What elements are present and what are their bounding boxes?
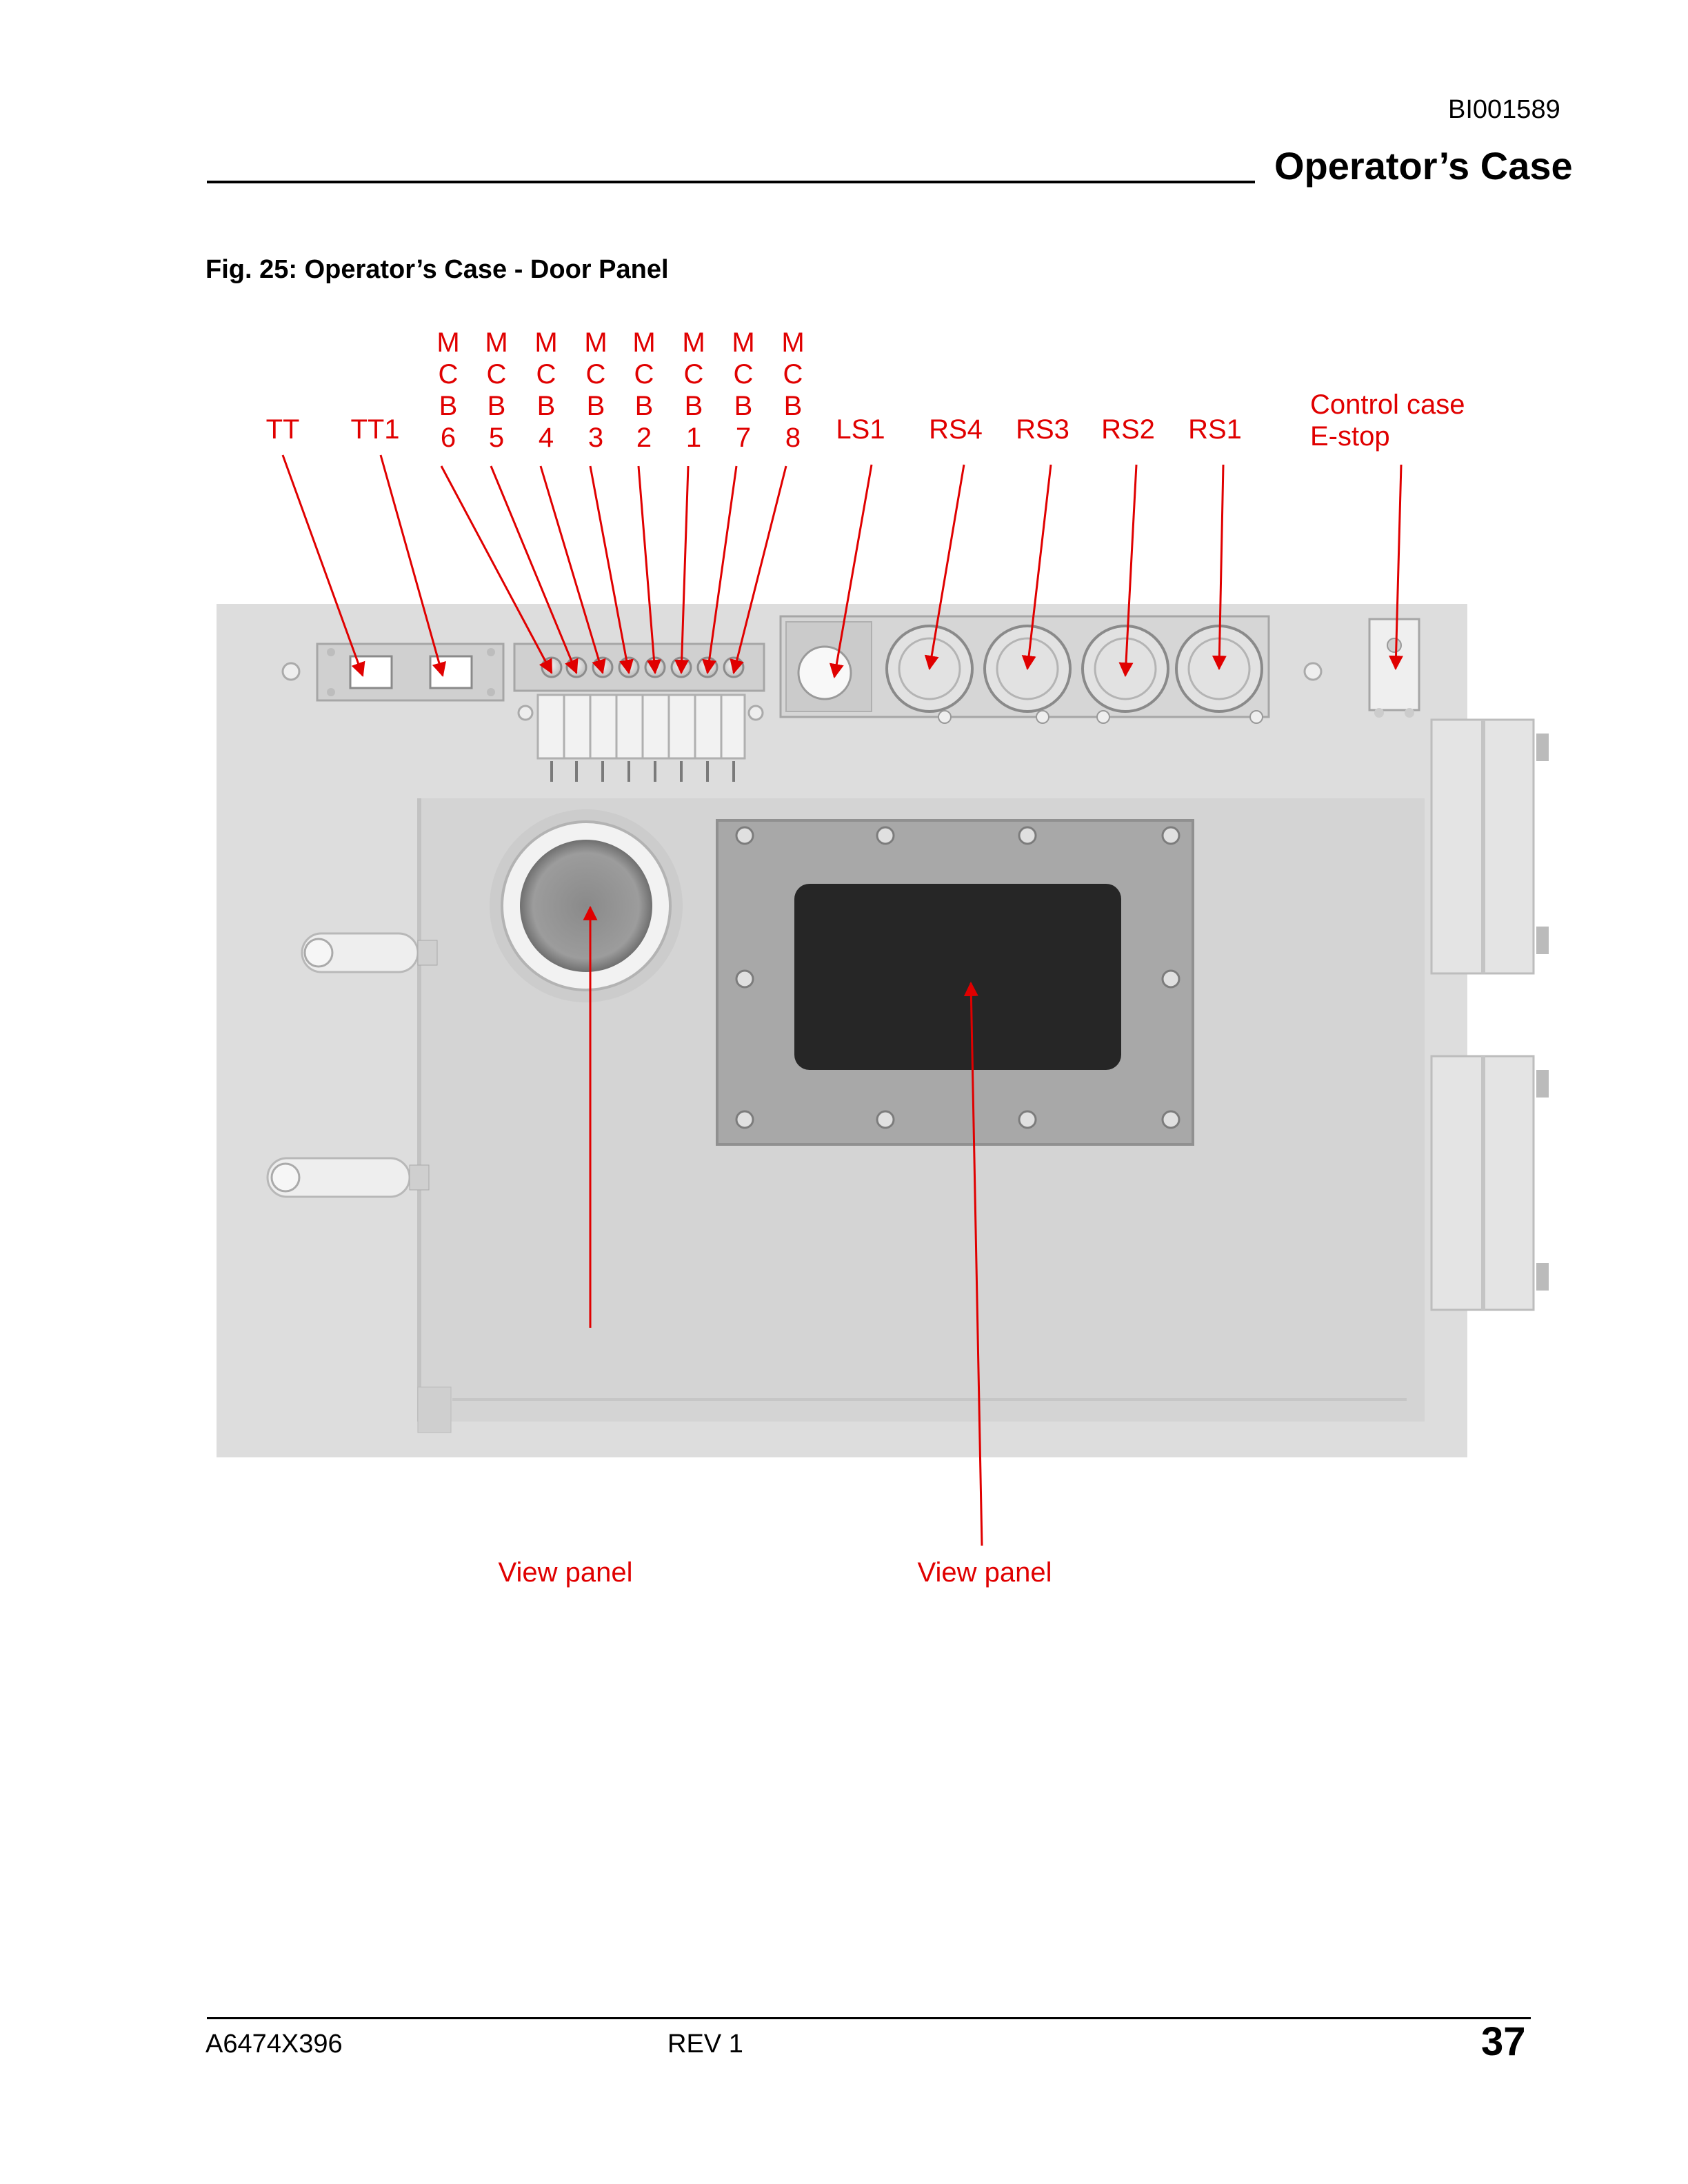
label-ls1: LS1 (836, 414, 885, 445)
svg-text:4: 4 (539, 423, 554, 453)
svg-text:3: 3 (588, 423, 603, 453)
label-view-panel-right: View panel (918, 1557, 1052, 1588)
footer-revision: REV 1 (667, 2030, 743, 2059)
svg-text:2: 2 (636, 423, 652, 453)
svg-text:7: 7 (736, 423, 751, 453)
label-mcb1: M C B 1 (682, 327, 705, 453)
page-number: 37 (1481, 2019, 1526, 2064)
svg-text:1: 1 (686, 423, 701, 453)
svg-text:5: 5 (489, 423, 504, 453)
svg-text:C: C (536, 359, 556, 390)
svg-text:B: B (587, 391, 605, 421)
svg-text:C: C (783, 359, 803, 390)
svg-text:C: C (684, 359, 704, 390)
svg-text:C: C (487, 359, 507, 390)
svg-text:C: C (439, 359, 459, 390)
svg-text:B: B (537, 391, 556, 421)
svg-text:M: M (632, 327, 655, 358)
label-tt: TT (266, 414, 300, 445)
label-mcb4: M C B 4 (534, 327, 557, 453)
svg-text:M: M (485, 327, 508, 358)
view-screen (794, 884, 1121, 1070)
section-title: Operator’s Case (1274, 144, 1573, 188)
svg-text:B: B (488, 391, 506, 421)
callout-arrows (281, 454, 1404, 1546)
svg-text:B: B (685, 391, 703, 421)
svg-text:M: M (584, 327, 607, 358)
corner-block (417, 1386, 452, 1433)
footer-rule (207, 2017, 1531, 2019)
svg-text:B: B (784, 391, 803, 421)
label-mcb8: M C B 8 (781, 327, 804, 453)
tt-switch-plate (281, 643, 505, 702)
latches (266, 932, 438, 1198)
svg-text:C: C (634, 359, 654, 390)
svg-text:6: 6 (441, 423, 456, 453)
svg-text:8: 8 (785, 423, 801, 453)
label-mcb3: M C B 3 (584, 327, 607, 453)
label-rs2: RS2 (1101, 414, 1155, 445)
svg-text:M: M (781, 327, 804, 358)
label-tt1: TT1 (350, 414, 399, 445)
svg-text:B: B (734, 391, 753, 421)
svg-text:M: M (534, 327, 557, 358)
label-rs1: RS1 (1188, 414, 1242, 445)
svg-text:C: C (734, 359, 754, 390)
label-mcb7: M C B 7 (732, 327, 754, 453)
label-rs4: RS4 (929, 414, 983, 445)
label-rs3: RS3 (1016, 414, 1069, 445)
label-mcb6: M C B 6 (436, 327, 459, 453)
header-rule (207, 181, 1255, 183)
svg-text:B: B (635, 391, 654, 421)
svg-text:B: B (439, 391, 458, 421)
label-estop-line1: Control case (1310, 390, 1465, 420)
label-view-panel-left: View panel (499, 1557, 633, 1588)
label-estop-line2: E-stop (1310, 421, 1390, 452)
footer-doc-number: A6474X396 (205, 2030, 343, 2059)
label-mcb5: M C B 5 (485, 327, 508, 453)
hinges (1430, 718, 1549, 1311)
document-id: BI001589 (1448, 95, 1560, 124)
figure-caption: Fig. 25: Operator’s Case - Door Panel (205, 255, 669, 284)
round-view-port (490, 809, 683, 1002)
selector-switch-plate (779, 615, 1270, 724)
label-mcb2: M C B 2 (632, 327, 655, 453)
svg-text:C: C (586, 359, 606, 390)
callout-labels: TT TT1 M C B 6 M C B 5 M C B 4 M C B 3 M… (266, 327, 1465, 1588)
svg-text:M: M (436, 327, 459, 358)
svg-text:M: M (682, 327, 705, 358)
svg-text:M: M (732, 327, 754, 358)
rectangular-view-panel (716, 819, 1194, 1146)
ls1-lamp (797, 645, 852, 700)
